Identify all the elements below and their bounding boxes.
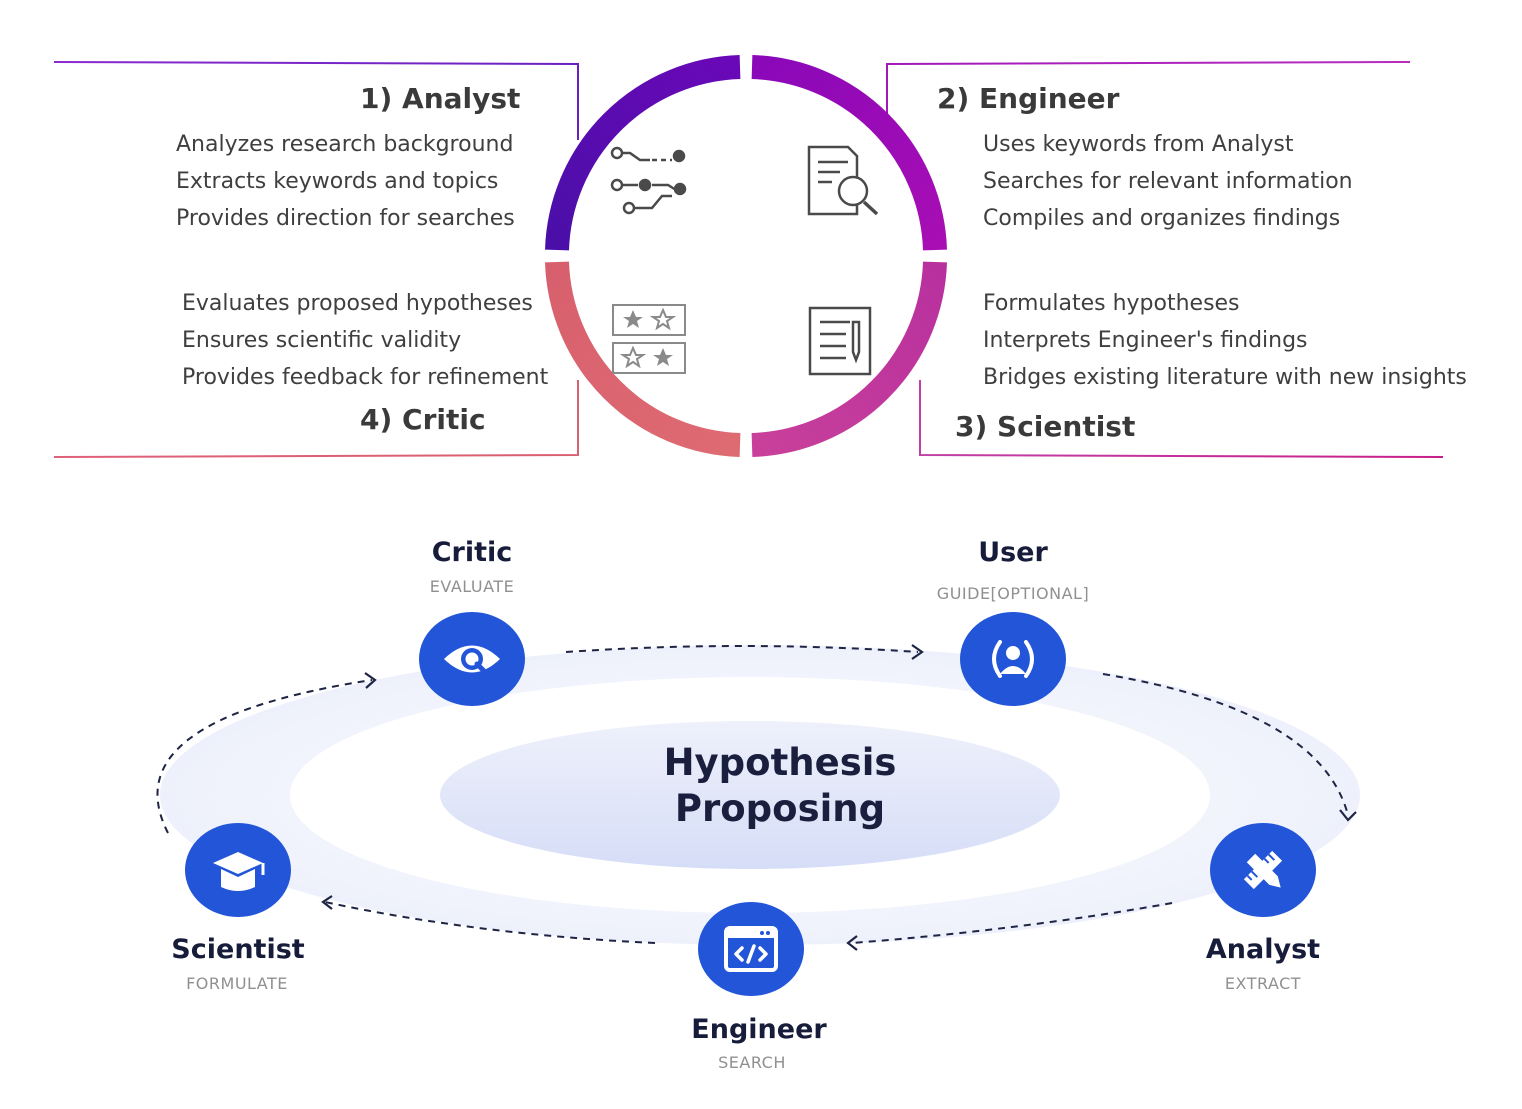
arrowhead-user [911, 644, 924, 660]
engineer-line: Uses keywords from Analyst [983, 132, 1294, 157]
critic-connector-line [53, 380, 579, 458]
engineer-line: Compiles and organizes findings [983, 206, 1341, 231]
critic-line: Provides feedback for refinement [182, 365, 549, 390]
document-pen-icon [808, 306, 872, 376]
scientist-connector-line [919, 380, 1444, 458]
code-window-icon [724, 926, 778, 972]
engineer-line: Searches for relevant information [983, 169, 1353, 194]
critic-ring-segment [545, 261, 741, 457]
arrowhead-analyst [1339, 809, 1357, 822]
engineer-node-name: Engineer [691, 1014, 827, 1045]
scientist-line: Formulates hypotheses [983, 291, 1240, 316]
scientist-line: Interprets Engineer's findings [983, 328, 1308, 353]
analyst-node-name: Analyst [1205, 934, 1321, 965]
arrow-user-to-analyst [1102, 673, 1349, 816]
analyst-line: Analyzes research background [176, 132, 514, 157]
scientist-line: Bridges existing literature with new ins… [983, 365, 1467, 390]
arrow-engineer-to-scientist [324, 901, 656, 944]
critic-title: 4) Critic [360, 403, 486, 436]
critic-node-name: Critic [431, 537, 513, 568]
arrow-analyst-to-engineer [851, 902, 1173, 944]
arrowhead-scientist [321, 895, 333, 910]
analyst-title: 1) Analyst [360, 82, 521, 115]
arrow-critic-to-user [565, 645, 919, 653]
star-rating-icon [612, 304, 686, 374]
critic-description: Evaluates proposed hypotheses Ensures sc… [182, 285, 548, 396]
critic-node-action: EVALUATE [429, 577, 515, 596]
engineer-title: 2) Engineer [937, 82, 1120, 115]
arrowhead-engineer [846, 935, 858, 951]
analyst-connector-line [53, 61, 579, 140]
analyst-ring-segment [545, 55, 741, 251]
pencil-ruler-icon [1243, 850, 1283, 890]
analyst-description: Analyzes research background Extracts ke… [176, 126, 515, 237]
document-search-icon [807, 145, 879, 216]
engineer-node[interactable] [698, 902, 804, 996]
center-title: Hypothesis Proposing [560, 740, 1000, 832]
scientist-node[interactable] [185, 823, 291, 917]
center-title-line1: Hypothesis [663, 741, 897, 784]
arrow-scientist-to-critic [156, 679, 373, 834]
scientist-title: 3) Scientist [955, 410, 1136, 443]
analyst-line: Provides direction for searches [176, 206, 515, 231]
analyst-node-action: EXTRACT [1224, 974, 1302, 993]
critic-node[interactable] [419, 612, 525, 706]
user-node[interactable] [960, 612, 1066, 706]
inner-loop-ellipse [440, 721, 1060, 869]
flow-nodes-icon [610, 146, 687, 215]
engineer-description: Uses keywords from Analyst Searches for … [983, 126, 1353, 237]
analyst-line: Extracts keywords and topics [176, 169, 499, 194]
center-title-line2: Proposing [674, 787, 886, 830]
scientist-node-action: FORMULATE [186, 974, 288, 993]
scientist-ring-segment [751, 261, 947, 457]
arrowhead-critic [364, 672, 377, 689]
scientist-node-name: Scientist [171, 934, 305, 965]
scientist-description: Formulates hypotheses Interprets Enginee… [983, 285, 1467, 396]
graduation-cap-icon [213, 852, 265, 891]
engineer-ring-segment [751, 55, 947, 251]
user-node-name: User [978, 537, 1048, 568]
engineer-node-action: SEARCH [718, 1053, 786, 1072]
critic-line: Ensures scientific validity [182, 328, 462, 353]
eye-search-icon [444, 645, 500, 675]
user-node-action: GUIDE[OPTIONAL] [936, 584, 1090, 603]
critic-line: Evaluates proposed hypotheses [182, 291, 533, 316]
user-icon [992, 640, 1034, 678]
analyst-node[interactable] [1210, 823, 1316, 917]
